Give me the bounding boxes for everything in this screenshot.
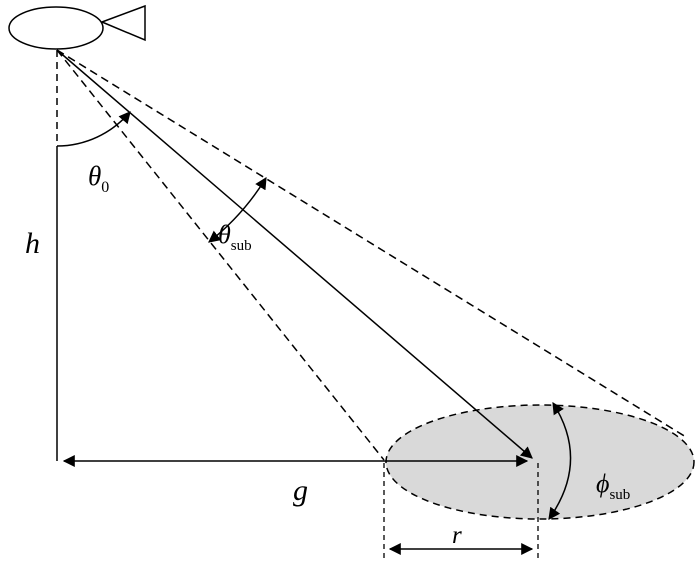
satellite-body-icon — [8, 6, 104, 50]
beam-edge-near-line — [56, 49, 385, 461]
beam-edge-far-line — [56, 49, 687, 438]
nadir-angle-label: θ0 — [88, 161, 109, 196]
antenna-horn-icon — [99, 4, 146, 42]
satellite-icon — [8, 4, 146, 50]
boresight-line — [56, 49, 533, 459]
beamwidth-angle-label: θsub — [218, 220, 252, 254]
height-label: h — [25, 227, 40, 260]
radius-label: r — [452, 522, 462, 549]
beamwidth-arc — [208, 176, 267, 243]
azimuth-angle-label: ϕsub — [596, 469, 630, 503]
footprint-ellipse — [385, 404, 695, 520]
ground-range-label: g — [293, 474, 308, 507]
theta0-arc — [56, 111, 131, 147]
azimuth-arc — [548, 401, 572, 520]
